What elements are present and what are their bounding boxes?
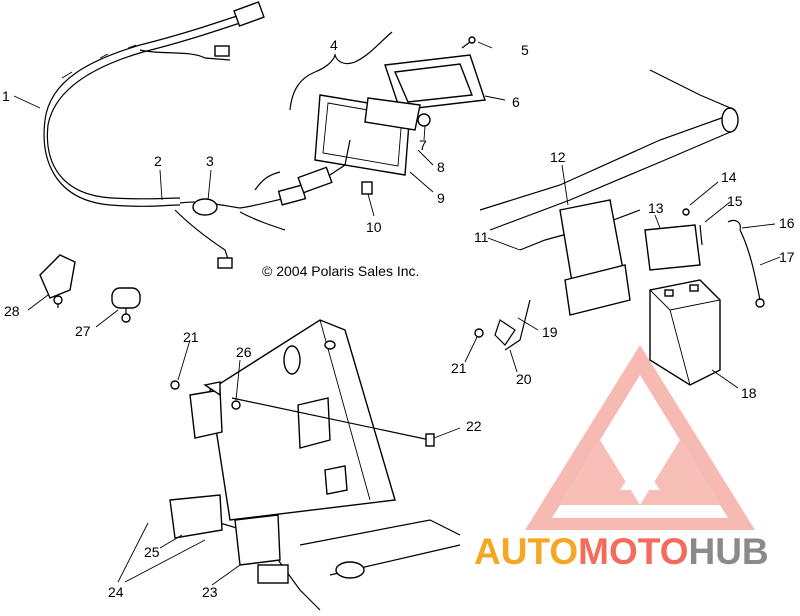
clips xyxy=(39,254,141,323)
watermark-text-moto: MOTO xyxy=(578,531,688,572)
callout-21a: 21 xyxy=(183,329,199,345)
taillight-assembly xyxy=(289,31,486,195)
leader-lines xyxy=(13,41,781,586)
callout-21b: 21 xyxy=(451,360,467,376)
callout-8: 8 xyxy=(437,159,445,175)
callout-6: 6 xyxy=(512,94,520,110)
callout-5: 5 xyxy=(521,42,529,58)
callout-11: 11 xyxy=(474,229,489,245)
callout-16: 16 xyxy=(779,215,795,231)
callout-26: 26 xyxy=(236,344,252,360)
callout-9: 9 xyxy=(437,190,445,206)
frame-assembly xyxy=(479,69,765,386)
callout-18: 18 xyxy=(741,385,757,401)
callout-2: 2 xyxy=(154,153,162,169)
callout-28: 28 xyxy=(4,303,20,319)
watermark-text-auto: AUTO xyxy=(474,531,578,572)
callout-24: 24 xyxy=(108,584,124,600)
callout-15: 15 xyxy=(727,193,743,209)
callout-10: 10 xyxy=(366,219,382,235)
callout-14: 14 xyxy=(721,169,737,185)
callout-7: 7 xyxy=(419,137,427,153)
callout-23: 23 xyxy=(202,584,218,600)
callout-13: 13 xyxy=(648,200,664,216)
callout-20: 20 xyxy=(516,371,532,387)
callout-1: 1 xyxy=(2,88,10,104)
callout-3: 3 xyxy=(206,153,214,169)
watermark-text: AUTOMOTOHUB xyxy=(474,531,769,572)
callout-4: 4 xyxy=(330,37,338,53)
lower-panel-assembly xyxy=(169,319,461,611)
wire-harness xyxy=(43,1,333,269)
watermark-logo xyxy=(525,345,755,530)
copyright-notice: © 2004 Polaris Sales Inc. xyxy=(262,263,419,279)
callout-12: 12 xyxy=(550,149,566,165)
callout-labels: 1 2 3 4 5 6 7 8 9 10 11 12 13 14 15 16 1… xyxy=(2,37,795,600)
callout-27: 27 xyxy=(75,323,91,339)
callout-17: 17 xyxy=(779,249,795,265)
callout-25: 25 xyxy=(144,544,160,560)
watermark-text-hub: HUB xyxy=(688,531,768,572)
callout-19: 19 xyxy=(542,324,558,340)
callout-22: 22 xyxy=(466,418,482,434)
